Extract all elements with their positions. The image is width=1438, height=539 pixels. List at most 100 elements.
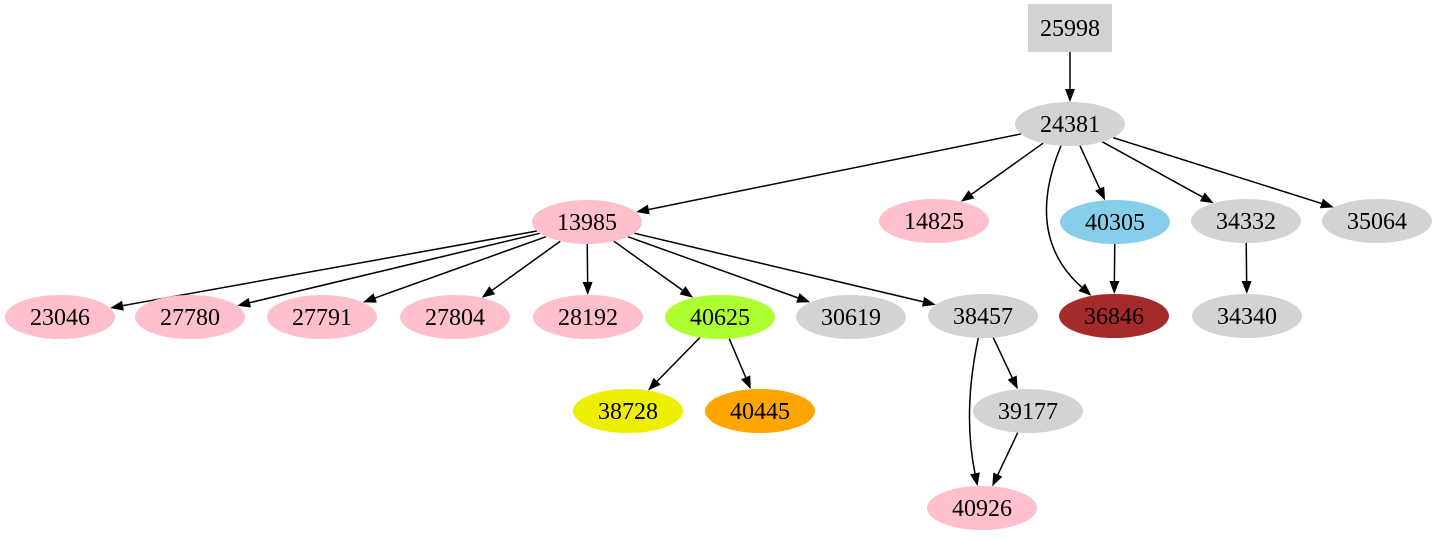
node-30619: 30619 [796, 295, 906, 339]
node-label: 40926 [952, 496, 1012, 522]
edge-line [613, 240, 683, 291]
arrowhead-icon [679, 286, 694, 298]
node-34332: 34332 [1191, 199, 1301, 243]
edge-line [491, 240, 561, 291]
node-24381: 24381 [1015, 102, 1125, 146]
arrowhead-icon [970, 472, 980, 487]
edge-line [656, 336, 701, 382]
arrowhead-icon [582, 281, 593, 296]
arrowhead-icon [110, 300, 124, 311]
edge-line [992, 337, 1013, 378]
arrowhead-icon [921, 296, 936, 307]
node-label: 38728 [598, 399, 658, 425]
edge-line [1101, 141, 1203, 198]
node-shape [1028, 4, 1112, 52]
arrowhead-icon [796, 293, 811, 303]
node-shape [400, 295, 510, 339]
arrowhead-icon [1095, 186, 1106, 201]
node-label: 28192 [558, 305, 618, 331]
node-40445: 40445 [705, 389, 815, 433]
arrowhead-icon [1078, 283, 1092, 296]
edge-24381-14825 [960, 142, 1044, 202]
node-40305: 40305 [1060, 200, 1170, 244]
node-label: 27791 [292, 305, 352, 331]
arrowhead-icon [362, 293, 377, 303]
node-label: 13985 [557, 210, 617, 236]
arrowhead-icon [741, 375, 751, 390]
node-35064: 35064 [1322, 199, 1432, 243]
arrowhead-icon [481, 286, 496, 298]
node-28192: 28192 [533, 295, 643, 339]
node-40625: 40625 [665, 295, 775, 339]
edge-24381-34332 [1101, 141, 1214, 204]
node-13985: 13985 [532, 200, 642, 244]
edge-line [122, 230, 537, 307]
node-40926: 40926 [927, 486, 1037, 530]
edge-25998-24381 [1065, 52, 1075, 102]
edge-line [1112, 136, 1322, 205]
edge-24381-36846 [1045, 145, 1092, 296]
node-shape [573, 389, 683, 433]
edge-13985-28192 [582, 243, 593, 296]
node-label: 39177 [998, 399, 1058, 425]
node-34340: 34340 [1192, 294, 1302, 338]
edge-40625-40445 [728, 338, 751, 390]
edge-13985-38457 [634, 232, 936, 307]
node-shape [1059, 294, 1169, 338]
node-shape [533, 295, 643, 339]
node-shape [532, 200, 642, 244]
node-label: 35064 [1347, 209, 1407, 235]
arrowhead-icon [1109, 280, 1120, 295]
nodes-layer: 25998 24381 13985 14825 40305 34332 35064 23046… [5, 4, 1432, 530]
edge-13985-27804 [481, 240, 561, 298]
edge-24381-35064 [1112, 136, 1334, 209]
node-label: 34332 [1216, 209, 1276, 235]
node-label: 24381 [1040, 112, 1100, 138]
arrowhead-icon [237, 297, 252, 308]
arrowhead-icon [636, 204, 650, 215]
node-label: 36846 [1084, 304, 1144, 330]
arrowhead-icon [1007, 375, 1018, 390]
node-14825: 14825 [879, 199, 989, 243]
arrowhead-icon [960, 190, 975, 202]
node-label: 27780 [160, 305, 220, 331]
arrowhead-icon [1065, 89, 1075, 102]
arrowhead-icon [992, 472, 1003, 487]
node-shape [5, 295, 115, 339]
node-label: 40305 [1085, 210, 1145, 236]
edge-38457-39177 [992, 337, 1018, 390]
node-shape [267, 295, 377, 339]
node-36846: 36846 [1059, 294, 1169, 338]
node-shape [1192, 294, 1302, 338]
edge-38457-40926 [968, 337, 980, 487]
edge-line [1045, 145, 1083, 288]
arrowhead-icon [1241, 280, 1252, 295]
edge-24381-13985 [636, 133, 1022, 215]
node-shape [1015, 102, 1125, 146]
edge-13985-27791 [362, 235, 547, 303]
edge-line [634, 232, 924, 303]
edge-40625-38728 [648, 336, 701, 391]
node-shape [1191, 199, 1301, 243]
node-38457: 38457 [928, 294, 1038, 338]
edge-line [997, 432, 1019, 475]
edge-line [648, 133, 1022, 211]
edge-24381-40305 [1079, 145, 1106, 201]
node-label: 38457 [953, 304, 1013, 330]
node-label: 25998 [1040, 16, 1100, 42]
node-label: 30619 [821, 305, 881, 331]
node-23046: 23046 [5, 295, 115, 339]
node-shape [1322, 199, 1432, 243]
node-27804: 27804 [400, 295, 510, 339]
edge-13985-27780 [237, 232, 540, 308]
edge-13985-30619 [627, 236, 811, 303]
arrowhead-icon [1199, 192, 1214, 204]
edge-line [968, 337, 980, 474]
node-shape [927, 486, 1037, 530]
node-shape [973, 389, 1083, 433]
edge-13985-23046 [110, 230, 537, 311]
node-shape [796, 295, 906, 339]
node-25998: 25998 [1028, 4, 1112, 52]
